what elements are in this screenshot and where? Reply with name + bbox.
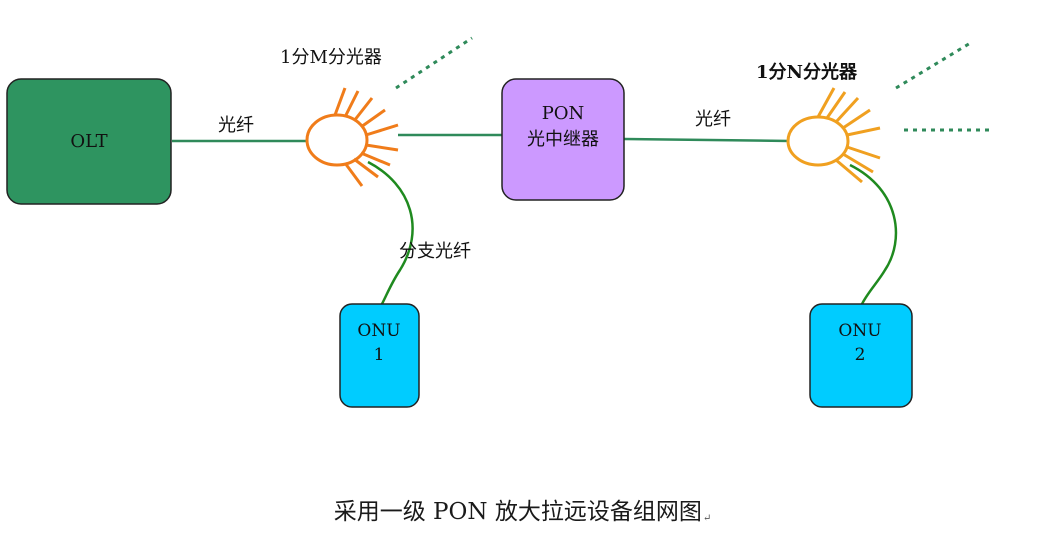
branch-fiber-label: 分支光纤 (399, 241, 471, 262)
dotted-line-splitter2-upper (895, 40, 973, 90)
fiber-repeater-to-splitter2 (623, 137, 791, 143)
splitter1-ray (333, 87, 347, 116)
onu2-box (809, 303, 913, 408)
splitter1-ray (353, 157, 379, 179)
splitter2-ray (816, 87, 836, 118)
fiber-label-2: 光纤 (695, 109, 731, 130)
splitter1-label: 1分M分光器 (280, 47, 382, 68)
splitter1-ray (360, 108, 386, 129)
splitter2-ray (846, 126, 881, 137)
splitter2-ray (842, 108, 871, 130)
splitter2-label: 1分N分光器 (756, 61, 858, 83)
onu2-label-line2: 2 (855, 345, 866, 365)
fiber-label-1: 光纤 (218, 115, 254, 136)
dotted-line-splitter1 (395, 36, 473, 90)
splitter1-ray (343, 162, 364, 187)
onu1-box (339, 303, 420, 408)
splitter2-ray (842, 152, 874, 174)
splitter1-ray (365, 123, 399, 137)
repeater-label-line2: 光中继器 (527, 129, 599, 150)
branch-fiber-onu1 (367, 160, 414, 305)
caption-text: 采用一级 PON 放大拉远设备组网图 (333, 499, 702, 525)
onu2-label-line1: ONU (838, 321, 881, 341)
splitter2-body (786, 115, 850, 167)
olt-label: OLT (70, 131, 107, 152)
splitter1-ray (352, 97, 374, 122)
splitter2-ray (825, 91, 847, 119)
branch-fiber-onu2 (849, 163, 898, 305)
splitter1-body (305, 113, 369, 167)
repeater-box (501, 78, 625, 201)
onu1-label-line1: ONU (357, 321, 400, 341)
splitter1-ray (360, 151, 391, 167)
splitter2-ray (835, 158, 863, 184)
olt-box (6, 78, 172, 205)
splitter1-ray (343, 90, 360, 118)
splitter1-ray (365, 143, 399, 152)
repeater-label-line1: PON (542, 103, 585, 124)
splitter2 (786, 87, 881, 184)
splitter2-ray (846, 145, 881, 160)
splitter1 (305, 87, 399, 187)
paragraph-mark-icon: ↵ (702, 513, 712, 524)
onu1-label-line2: 1 (374, 345, 385, 365)
splitter2-ray (834, 96, 860, 124)
figure-caption: 采用一级 PON 放大拉远设备组网图↵ (0, 492, 1045, 532)
